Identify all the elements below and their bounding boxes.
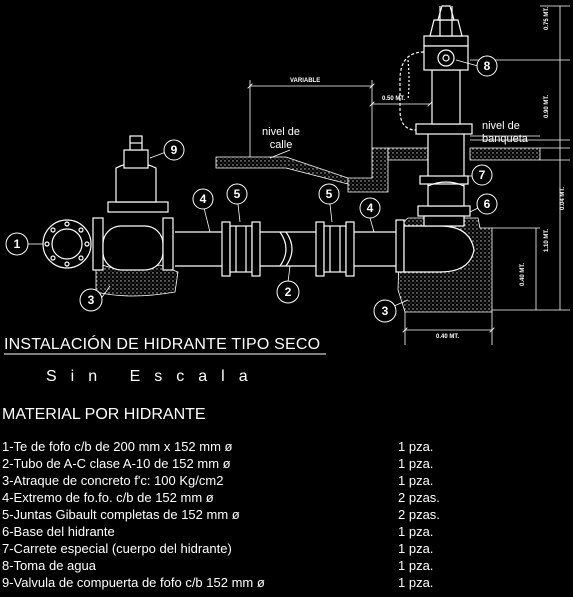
- material-row: 2-Tubo de A-C clase A-10 de 152 mm ø 1 pz…: [2, 456, 452, 473]
- material-row: 6-Base del hidrante 1 pza.: [2, 524, 452, 541]
- label-nivel-banqueta: nivel de banqueta: [482, 120, 528, 145]
- dimension-lines: [250, 5, 570, 345]
- material-description: 7-Carrete especial (cuerpo del hidrante): [2, 541, 232, 556]
- label-110: 1.10 MT.: [544, 228, 550, 252]
- tee-fitting: [42, 217, 174, 271]
- hydrant-body: [399, 5, 473, 207]
- callout-4-left: 4: [192, 188, 214, 210]
- callout-2-label: 2: [285, 285, 292, 299]
- gibault-joint-left: [221, 221, 261, 277]
- label-nivel-calle: nivel de calle: [262, 126, 300, 151]
- label-050-horizontal: 0.50 MT.: [382, 96, 406, 102]
- materials-heading: MATERIAL POR HIDRANTE: [2, 406, 206, 423]
- material-quantity: 1 pza.: [398, 575, 434, 590]
- label-004: 0.04 MT.: [560, 186, 566, 210]
- label-040-vertical: 0.40 MT.: [520, 262, 526, 286]
- callout-8: 8: [476, 55, 498, 77]
- curb: [347, 147, 389, 193]
- material-row: 5-Juntas Gibault completas de 152 mm ø 2 …: [2, 507, 452, 524]
- callout-6-label: 6: [484, 197, 491, 211]
- callout-5-right-label: 5: [326, 187, 333, 201]
- material-description: 8-Toma de agua: [2, 558, 96, 573]
- material-quantity: 1 pza.: [398, 456, 434, 471]
- callout-4-right: 4: [359, 197, 381, 219]
- callout-3-right-label: 3: [382, 304, 389, 318]
- callout-7-label: 7: [479, 168, 486, 182]
- callout-3-right: 3: [373, 299, 397, 323]
- callout-5-left-label: 5: [234, 187, 241, 201]
- callout-1-label: 1: [14, 237, 21, 251]
- label-075: 0.75 MT.: [544, 6, 550, 30]
- callout-4-left-label: 4: [200, 192, 207, 206]
- material-description: 9-Valvula de compuerta de fofo c/b 152 m…: [2, 575, 265, 590]
- material-quantity: 2 pzas.: [398, 490, 440, 505]
- material-description: 3-Atraque de concreto f'c: 100 Kg/cm2: [2, 473, 224, 488]
- material-quantity: 1 pza.: [398, 541, 434, 556]
- material-row: 9-Valvula de compuerta de fofo c/b 152 m…: [2, 575, 452, 592]
- material-description: 5-Juntas Gibault completas de 152 mm ø: [2, 507, 240, 522]
- label-040-horizontal: 0.40 MT.: [436, 334, 460, 340]
- callout-5-right: 5: [318, 183, 340, 205]
- callout-6: 6: [476, 193, 498, 215]
- material-quantity: 1 pza.: [398, 524, 434, 539]
- gate-valve: [107, 135, 169, 213]
- material-description: 1-Te de fofo c/b de 200 mm x 152 mm ø: [2, 439, 233, 454]
- label-090: 0.90 MT.: [544, 94, 550, 118]
- callout-4-right-label: 4: [367, 201, 374, 215]
- callout-2: 2: [276, 280, 300, 304]
- callout-8-label: 8: [484, 59, 491, 73]
- callout-9-label: 9: [171, 143, 178, 157]
- material-description: 4-Extremo de fo.fo. c/b de 152 mm ø: [2, 490, 214, 505]
- material-description: 2-Tubo de A-C clase A-10 de 152 mm ø: [2, 456, 231, 471]
- material-row: 3-Atraque de concreto f'c: 100 Kg/cm2 1 p…: [2, 473, 452, 490]
- callout-1: 1: [5, 232, 29, 256]
- material-row: 7-Carrete especial (cuerpo del hidrante)…: [2, 541, 452, 558]
- label-variable: VARIABLE: [290, 78, 321, 84]
- hydrant-base: [395, 205, 475, 273]
- material-quantity: 2 pzas.: [398, 507, 440, 522]
- drawing-title: INSTALACIÓN DE HIDRANTE TIPO SECO: [4, 336, 321, 353]
- callout-3-left-label: 3: [88, 293, 95, 307]
- material-row: 1-Te de fofo c/b de 200 mm x 152 mm ø 1 p…: [2, 439, 452, 456]
- callout-5-left: 5: [226, 183, 248, 205]
- gibault-joint-right: [315, 221, 355, 277]
- material-quantity: 1 pza.: [398, 558, 434, 573]
- material-row: 8-Toma de agua 1 pza.: [2, 558, 452, 575]
- scale-note: Sin Escala: [46, 368, 262, 385]
- callout-7: 7: [471, 164, 493, 186]
- material-quantity: 1 pza.: [398, 473, 434, 488]
- material-row: 4-Extremo de fo.fo. c/b de 152 mm ø 2 pza…: [2, 490, 452, 507]
- callout-3-left: 3: [79, 288, 103, 312]
- material-description: 6-Base del hidrante: [2, 524, 115, 539]
- street-slab: [215, 156, 349, 185]
- main-pipe: [175, 231, 400, 267]
- material-quantity: 1 pza.: [398, 439, 434, 454]
- callout-9: 9: [163, 139, 185, 161]
